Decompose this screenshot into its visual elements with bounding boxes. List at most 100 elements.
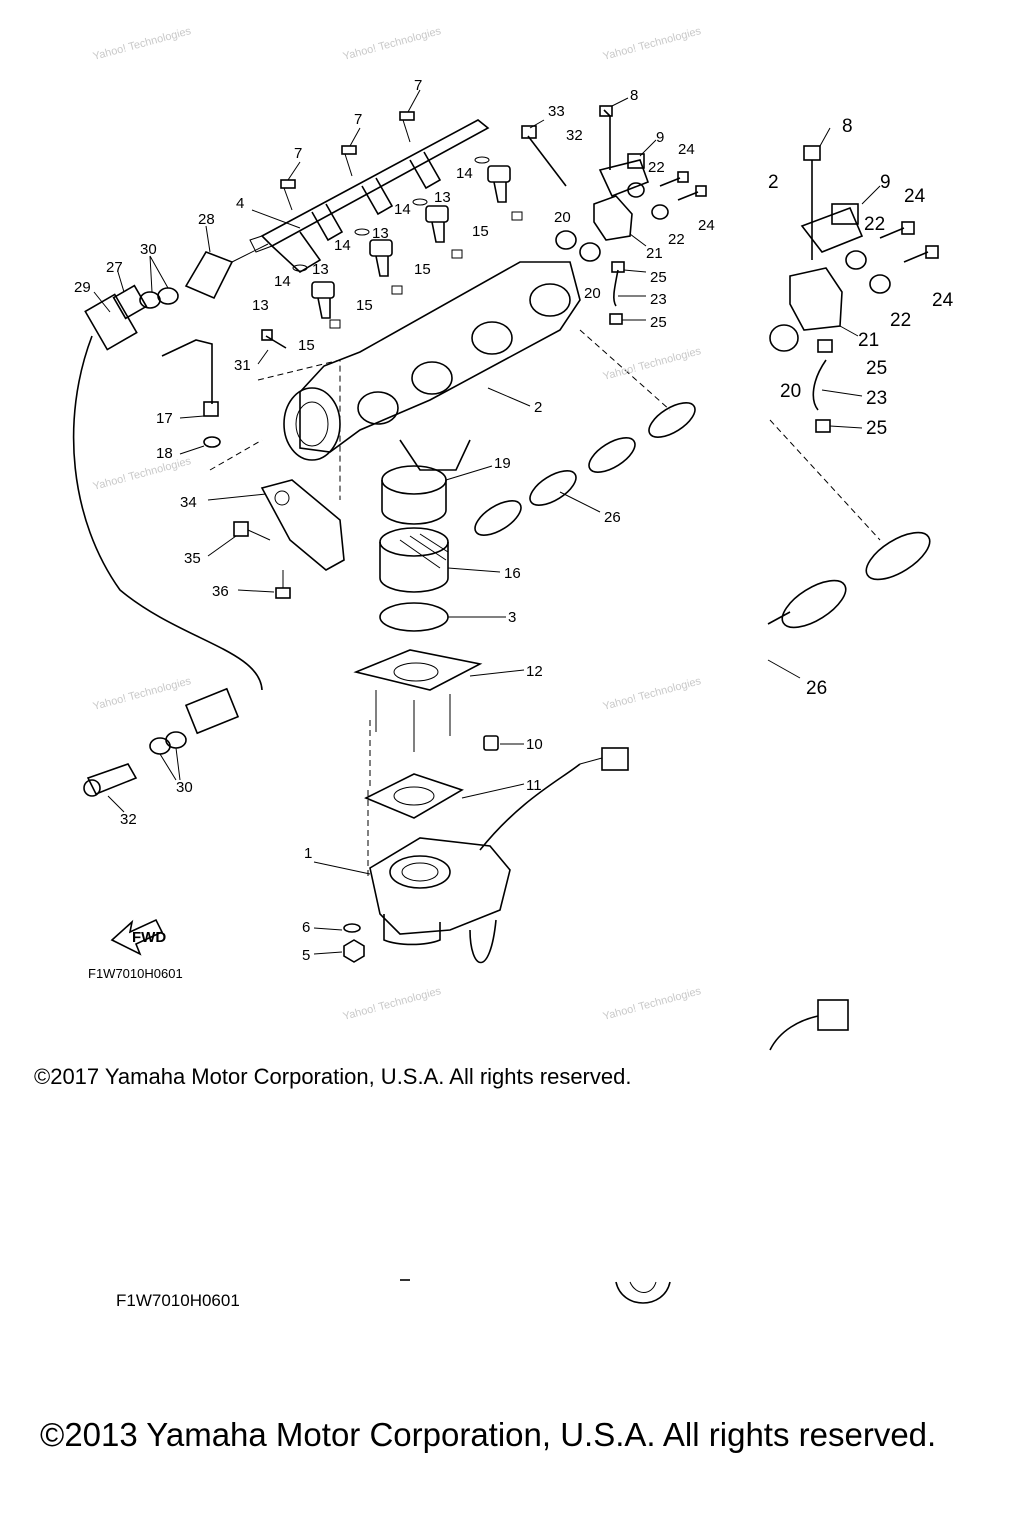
copyright-2017: ©2017 Yamaha Motor Corporation, U.S.A. A…	[34, 1064, 632, 1089]
o-ring-3	[379, 602, 449, 632]
bolt-36	[275, 570, 291, 599]
callout-28: 28	[198, 211, 215, 228]
callout-13a: 13	[252, 297, 269, 314]
callout-14a: 14	[274, 273, 291, 290]
callout-2: 2	[534, 399, 542, 416]
sensor-connector-main	[579, 747, 629, 771]
callout-25b: 25	[650, 314, 667, 331]
callout-22a: 22	[648, 159, 665, 176]
detail-callout-22b: 22	[890, 310, 911, 331]
callout-7c: 7	[414, 77, 422, 94]
washer-6	[343, 923, 361, 933]
callout-6: 6	[302, 919, 310, 936]
fuel-rail	[249, 119, 490, 273]
detail-view-right: 2 8 9 24 22 24 22 21 25 20 23 25 26	[767, 116, 954, 1051]
fitting-28	[184, 243, 269, 300]
callout-14c: 14	[394, 201, 411, 218]
injector-13d	[487, 165, 511, 203]
fitting-32-lower	[83, 763, 138, 797]
callout-21: 21	[646, 245, 663, 262]
callout-18: 18	[156, 445, 173, 462]
grommets-20-22	[555, 182, 669, 262]
fwd-arrow-icon: FWD	[110, 918, 166, 956]
long-bolt-32	[521, 125, 567, 187]
callout-13b: 13	[312, 261, 329, 278]
callout-22b: 22	[668, 231, 685, 248]
callout-7b: 7	[354, 111, 362, 128]
detail-callout-24a: 24	[904, 186, 926, 207]
rail-bolt-7b	[341, 145, 357, 177]
callout-10: 10	[526, 736, 543, 753]
callout-23: 23	[650, 291, 667, 308]
fwd-label: FWD	[132, 929, 166, 946]
callout-34: 34	[180, 494, 197, 511]
callout-15b: 15	[356, 297, 373, 314]
callout-32b: 32	[120, 811, 137, 828]
fuel-hose-29	[72, 293, 263, 691]
callout-8: 8	[630, 87, 638, 104]
detail-callout-25b: 25	[866, 418, 887, 439]
callout-13d: 13	[434, 189, 451, 206]
callout-9: 9	[656, 129, 664, 146]
detail-callout-20: 20	[780, 381, 801, 402]
detail-callout-8: 8	[842, 116, 853, 137]
bolt-10	[483, 735, 499, 751]
intake-manifold	[283, 261, 581, 471]
callout-16: 16	[504, 565, 521, 582]
callout-5: 5	[302, 947, 310, 964]
callout-27: 27	[106, 259, 123, 276]
rail-bolt-7a	[280, 179, 296, 211]
ring-19	[381, 465, 447, 525]
gasket-11	[364, 773, 464, 819]
detail-callout-24b: 24	[932, 290, 954, 311]
callout-1: 1	[304, 845, 312, 862]
bolt-35	[233, 521, 271, 541]
nut-5	[343, 939, 365, 963]
callout-26: 26	[604, 509, 621, 526]
diagram-code-main: F1W7010H0601	[88, 966, 183, 981]
detail-callout-23: 23	[866, 388, 887, 409]
callout-7a: 7	[294, 145, 302, 162]
callout-24a: 24	[678, 141, 695, 158]
callout-32a: 32	[566, 127, 583, 144]
clamps-25	[609, 261, 625, 325]
detail-callout-25a: 25	[866, 358, 887, 379]
callout-14d: 14	[456, 165, 473, 182]
lower-hose-joint	[149, 687, 240, 755]
callout-25a: 25	[650, 269, 667, 286]
guide-lines	[209, 329, 671, 880]
callout-11: 11	[526, 777, 542, 794]
bracket-34	[260, 479, 345, 571]
filter-16	[379, 527, 449, 593]
rail-bolt-7c	[399, 111, 415, 143]
callout-29: 29	[74, 279, 91, 296]
spacer-12	[353, 649, 483, 752]
gasket-26	[474, 402, 696, 536]
detail-callout-9: 9	[880, 172, 891, 193]
callout-30a: 30	[140, 241, 157, 258]
sensor-17	[161, 339, 219, 417]
callout-3: 3	[508, 609, 516, 626]
callout-4: 4	[236, 195, 244, 212]
injector-13b	[369, 239, 393, 277]
bolts-24	[659, 171, 707, 201]
callout-15d: 15	[472, 223, 489, 240]
o-rings	[292, 156, 523, 329]
throttle-body	[369, 763, 581, 964]
injector-13c	[425, 205, 449, 243]
cropped-fragment-lower	[400, 1279, 671, 1304]
detail-callout-22a: 22	[864, 214, 885, 235]
callout-17: 17	[156, 410, 173, 427]
detail-callout-21: 21	[858, 330, 879, 351]
callout-35: 35	[184, 550, 201, 567]
bolt-8	[599, 105, 613, 170]
pressure-sensor-9	[598, 153, 650, 198]
washer-18	[203, 436, 221, 448]
bolt-31	[261, 329, 287, 349]
callout-13c: 13	[372, 225, 389, 242]
callout-30b: 30	[176, 779, 193, 796]
sensor-bracket-21	[593, 195, 633, 241]
hose-23	[613, 269, 619, 307]
diagram-code-lower: F1W7010H0601	[116, 1291, 240, 1310]
